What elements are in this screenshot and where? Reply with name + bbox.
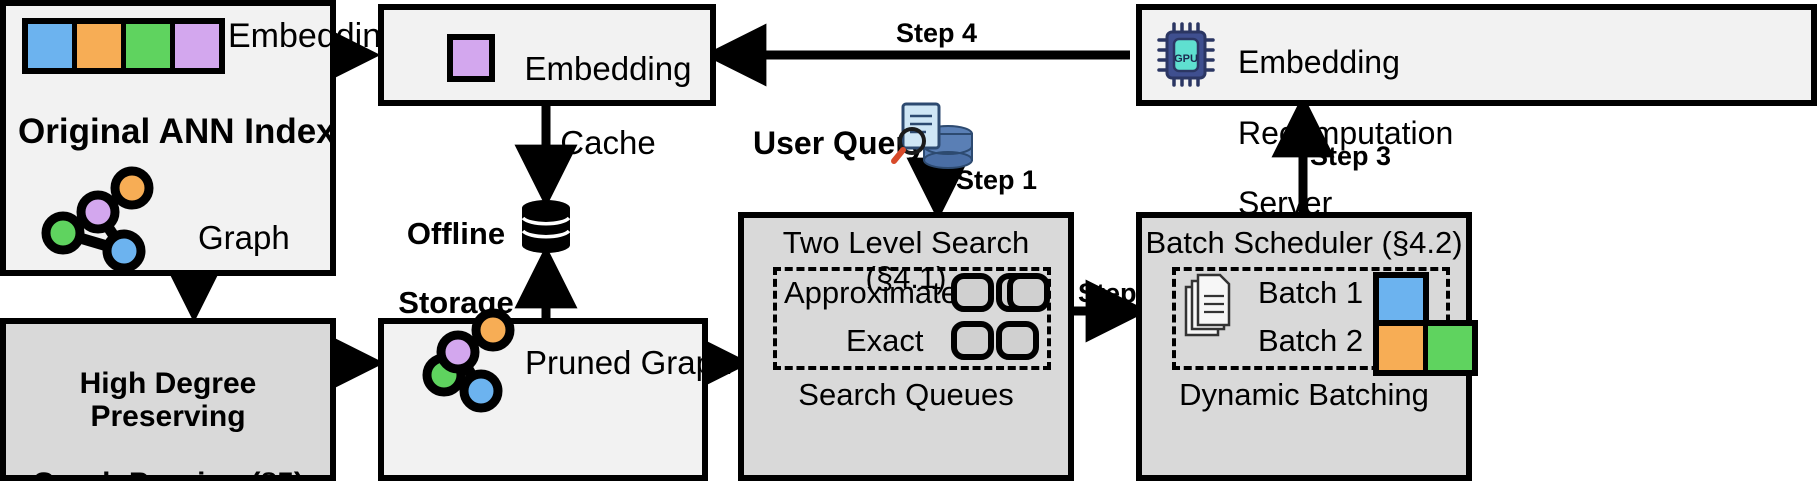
step1-label: Step 1 (956, 165, 1038, 195)
offline-storage-line1: Offline (406, 215, 506, 251)
recomputation-server-line3: Server (1238, 184, 1333, 221)
embedding-swatch-purple (175, 24, 219, 68)
pruned-graph-box (378, 318, 708, 481)
batch-1-label: Batch 1 (1258, 275, 1364, 310)
approximate-row-label: Approximate (784, 275, 959, 310)
graph-pruning-line1: High Degree Preserving (79, 366, 257, 434)
approximate-queue-slot-1[interactable] (951, 273, 994, 312)
dynamic-batching-footer: Dynamic Batching (1179, 377, 1429, 412)
batch-2-swatch-green (1428, 326, 1472, 370)
step4-label: Step 4 (896, 18, 978, 48)
embedding-swatch-green (126, 24, 170, 68)
batch-2-swatch-orange (1379, 326, 1423, 370)
step3-label: Step 3 (1310, 141, 1392, 171)
original-ann-index-title: Original ANN Index (18, 112, 336, 151)
recomputation-server-line1: Embedding (1238, 44, 1400, 81)
batch-1-swatch-blue (1379, 278, 1423, 322)
dynamic-batching-dashed-region (1172, 267, 1450, 370)
embedding-swatch-row (22, 18, 225, 74)
embedding-swatch-orange (77, 24, 121, 68)
pruned-graph-label: Pruned Graph (525, 344, 733, 381)
recomputation-server-box (1136, 4, 1817, 106)
recomputation-server-line2: Recomputation (1238, 114, 1454, 151)
graph-pruning-box (0, 318, 336, 481)
search-queues-dashed-region (773, 267, 1051, 370)
offline-storage-label: Offline Storage (396, 182, 516, 321)
embedding-cache-swatch (447, 34, 495, 82)
exact-row-label: Exact (846, 323, 924, 358)
batch-2-label: Batch 2 (1258, 323, 1364, 358)
recomputation-server-title: Embedding Recomputation Server (1238, 10, 1453, 221)
batch-2-swatches (1373, 320, 1478, 376)
graph-label: Graph (198, 219, 290, 256)
user-query-label: User Query (753, 125, 926, 161)
search-queues-footer: Search Queues (798, 377, 1014, 412)
graph-pruning-title: High Degree Preserving Graph Pruning (§5… (6, 333, 330, 481)
batch-scheduler-title: Batch Scheduler (§4.2) (1145, 225, 1463, 260)
embedding-cache-line1: Embedding (524, 49, 692, 87)
two-level-search-title: Two Level Search (§4.1) (782, 225, 1030, 295)
approximate-queue-slot-3[interactable] (1007, 273, 1050, 312)
embedding-cache-line2: Cache (560, 123, 656, 161)
graph-pruning-line2: Graph Pruning (§5) (32, 467, 304, 481)
embedding-cache-box (378, 4, 716, 106)
embedding-cache-title: Embedding Cache (508, 14, 708, 162)
exact-queue-slot-1[interactable] (951, 321, 994, 360)
embedding-swatch-blue (28, 24, 72, 68)
embedding-label: Embedding (228, 17, 401, 55)
offline-storage-line2: Storage (398, 285, 514, 321)
exact-queue-slot-2[interactable] (996, 321, 1039, 360)
